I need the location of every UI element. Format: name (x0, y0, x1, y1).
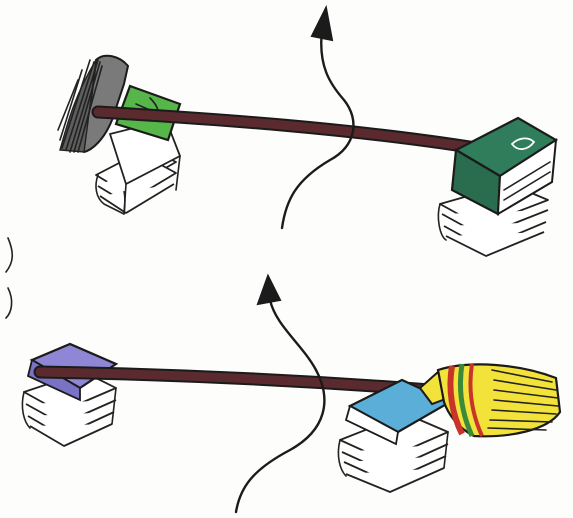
push-broom-icon (57, 54, 130, 154)
edge-mark (5, 237, 14, 273)
bottom-scene (21, 273, 562, 514)
curved-arrow-icon-bottom (234, 273, 326, 514)
straw-broom-icon (418, 363, 562, 438)
book-stack-bottom-left (21, 342, 119, 447)
top-scene (57, 4, 559, 257)
book-stack-top-right (437, 116, 559, 257)
curved-arrow-icon-top (280, 4, 355, 230)
